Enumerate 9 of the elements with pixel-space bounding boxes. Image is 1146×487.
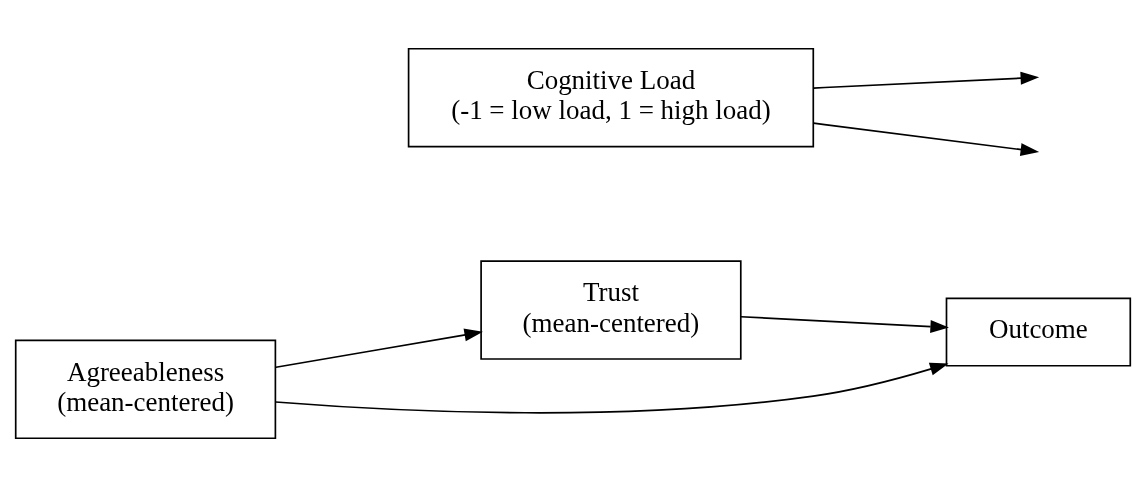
node-box: Trust (mean-centered) <box>480 260 742 360</box>
node-box: Cognitive Load (-1 = low load, 1 = high load) <box>407 47 815 148</box>
arrow <box>275 328 483 369</box>
arrow <box>740 315 949 333</box>
node-box: Agreeableness (mean-centered) <box>14 339 277 440</box>
arrow <box>812 71 1040 89</box>
arrow <box>274 362 949 414</box>
arrow <box>812 122 1040 156</box>
node-box: Outcome <box>945 297 1132 367</box>
